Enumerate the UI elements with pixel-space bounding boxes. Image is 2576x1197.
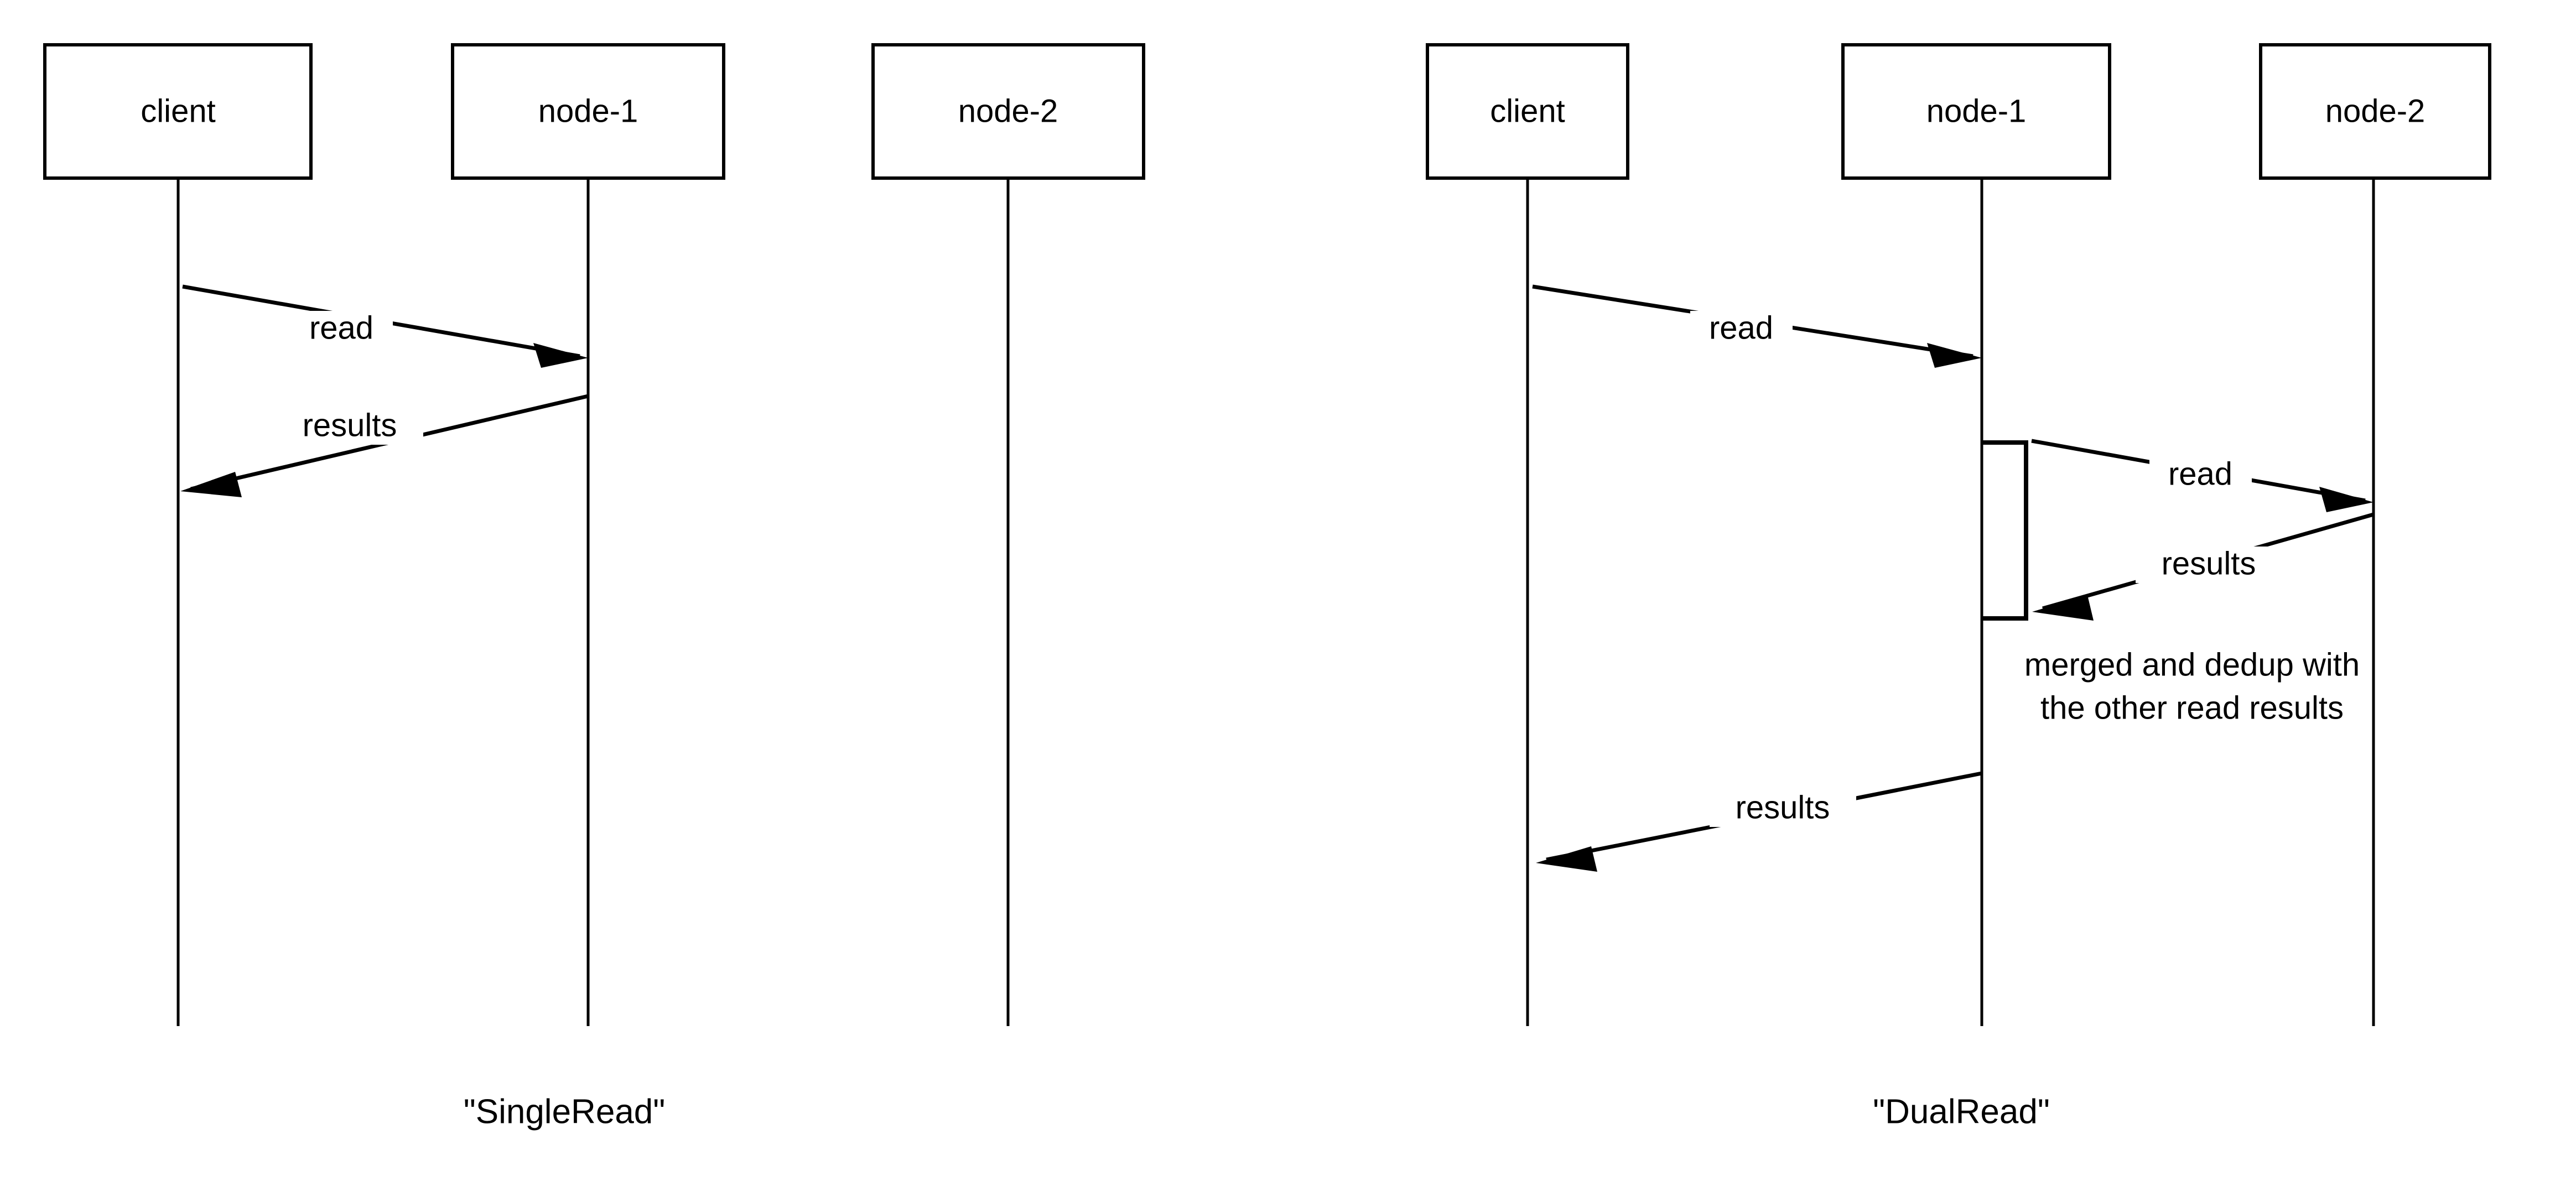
- note-line-2-dual: the other read results: [2040, 690, 2344, 726]
- message-read-client-to-node-1-dual[interactable]: read: [1532, 284, 1982, 368]
- participant-node-1-single[interactable]: node-1: [451, 43, 725, 1026]
- participant-client-dual[interactable]: client: [1426, 43, 1629, 1026]
- participant-box-client-dual[interactable]: [1426, 43, 1629, 180]
- message-results-node-1-to-client-dual[interactable]: results: [1536, 771, 1982, 872]
- participant-box-node-1-dual[interactable]: [1841, 43, 2111, 180]
- diagram-caption-dual-read: "DualRead": [1873, 1092, 2050, 1131]
- message-results-node-1-to-client-single[interactable]: results: [180, 394, 589, 497]
- arrowhead-read-1-dual: [1927, 343, 1982, 368]
- participant-box-node-1-single[interactable]: [451, 43, 725, 180]
- message-results-node-2-to-node-1-dual[interactable]: results: [2032, 512, 2374, 621]
- message-label-read-single: read: [309, 310, 373, 346]
- participant-box-node-2-single[interactable]: [871, 43, 1145, 180]
- message-label-bg-results-single: [277, 408, 423, 445]
- participant-label-client-dual: client: [1490, 93, 1565, 129]
- participant-client-single[interactable]: client: [43, 43, 313, 1026]
- arrowhead-results-3-dual: [2032, 595, 2094, 621]
- participant-label-client-single: client: [141, 93, 215, 129]
- participant-label-node-1-single: node-1: [538, 93, 638, 129]
- participant-box-client-single[interactable]: [43, 43, 313, 180]
- message-label-results-4-dual: results: [1736, 789, 1830, 825]
- participant-box-node-2-dual[interactable]: [2259, 43, 2491, 180]
- message-label-bg-read-2-dual: [2149, 457, 2252, 493]
- message-label-bg-results-3-dual: [2136, 547, 2282, 583]
- diagram-single-read: client node-1 node-2 read: [43, 43, 1145, 1131]
- participant-label-node-1-dual: node-1: [1926, 93, 2027, 129]
- arrowhead-read-2-dual: [2319, 487, 2374, 512]
- message-read-client-to-node-1-single[interactable]: read: [182, 284, 588, 368]
- participant-node-2-dual[interactable]: node-2: [2259, 43, 2491, 1026]
- arrowhead-read-single: [533, 343, 588, 368]
- arrowhead-results-4-dual: [1536, 846, 1597, 872]
- note-merged-dedup-dual: merged and dedup with the other read res…: [2024, 647, 2360, 726]
- message-label-read-1-dual: read: [1709, 310, 1773, 346]
- participant-node-2-single[interactable]: node-2: [871, 43, 1145, 1026]
- message-label-read-2-dual: read: [2168, 456, 2232, 492]
- diagram-caption-single-read: "SingleRead": [464, 1092, 666, 1131]
- message-label-results-3-dual: results: [2162, 545, 2256, 581]
- message-label-bg-read-single: [290, 311, 393, 347]
- arrowhead-results-single-shape: [180, 472, 242, 497]
- participant-node-1-dual[interactable]: node-1: [1841, 43, 2111, 1026]
- note-line-1-dual: merged and dedup with: [2024, 647, 2360, 683]
- diagram-dual-read: client node-1 node-2 read: [1426, 43, 2491, 1131]
- participant-label-node-2-single: node-2: [958, 93, 1058, 129]
- message-label-bg-read-1-dual: [1690, 311, 1793, 347]
- message-label-bg-results-4-dual: [1710, 790, 1856, 827]
- message-read-node-1-to-node-2-dual[interactable]: read: [2031, 439, 2374, 512]
- participant-label-node-2-dual: node-2: [2325, 93, 2426, 129]
- message-label-results-single: results: [303, 407, 397, 443]
- activation-bar-node-1-dual[interactable]: [1982, 440, 2028, 621]
